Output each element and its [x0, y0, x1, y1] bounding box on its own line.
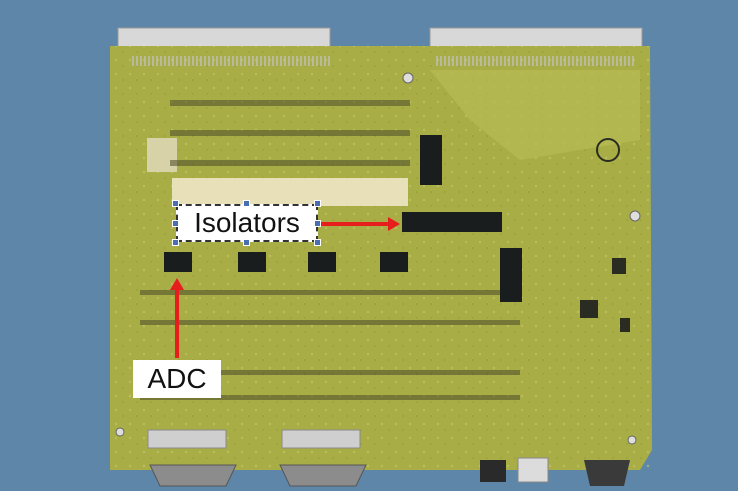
misc-ics — [580, 258, 630, 332]
resize-handle-top-middle[interactable] — [243, 200, 250, 207]
resize-handle-middle-right[interactable] — [314, 220, 321, 227]
annotation-arrows — [170, 217, 400, 358]
mounting-holes — [115, 72, 641, 445]
board-sticker — [147, 138, 177, 172]
resize-handle-middle-left[interactable] — [172, 220, 179, 227]
adc-label[interactable]: ADC — [133, 360, 221, 398]
board-marking-circle — [596, 138, 620, 162]
pin-header-top-right — [435, 56, 635, 66]
resize-handle-top-right[interactable] — [314, 200, 321, 207]
pin-header-top-left — [130, 56, 330, 66]
resize-handle-top-left[interactable] — [172, 200, 179, 207]
arrow-isolators-head — [388, 217, 400, 231]
adc-chips — [164, 252, 408, 272]
arrow-adc-head — [170, 278, 184, 290]
adc-label-text: ADC — [147, 363, 207, 394]
resize-handle-bottom-middle[interactable] — [243, 239, 250, 246]
isolators-label-text: Isolators — [194, 207, 300, 238]
trace-area — [430, 70, 640, 160]
bottom-header-right — [281, 429, 361, 449]
resize-handle-bottom-right[interactable] — [314, 239, 321, 246]
isolator-chips — [402, 135, 522, 302]
resize-handle-bottom-left[interactable] — [172, 239, 179, 246]
isolators-label[interactable]: Isolators — [176, 204, 318, 242]
bottom-header-left — [147, 429, 227, 449]
component-rows — [140, 100, 520, 400]
bottom-connectors — [149, 457, 630, 487]
board-silkscreen-block — [172, 178, 408, 206]
